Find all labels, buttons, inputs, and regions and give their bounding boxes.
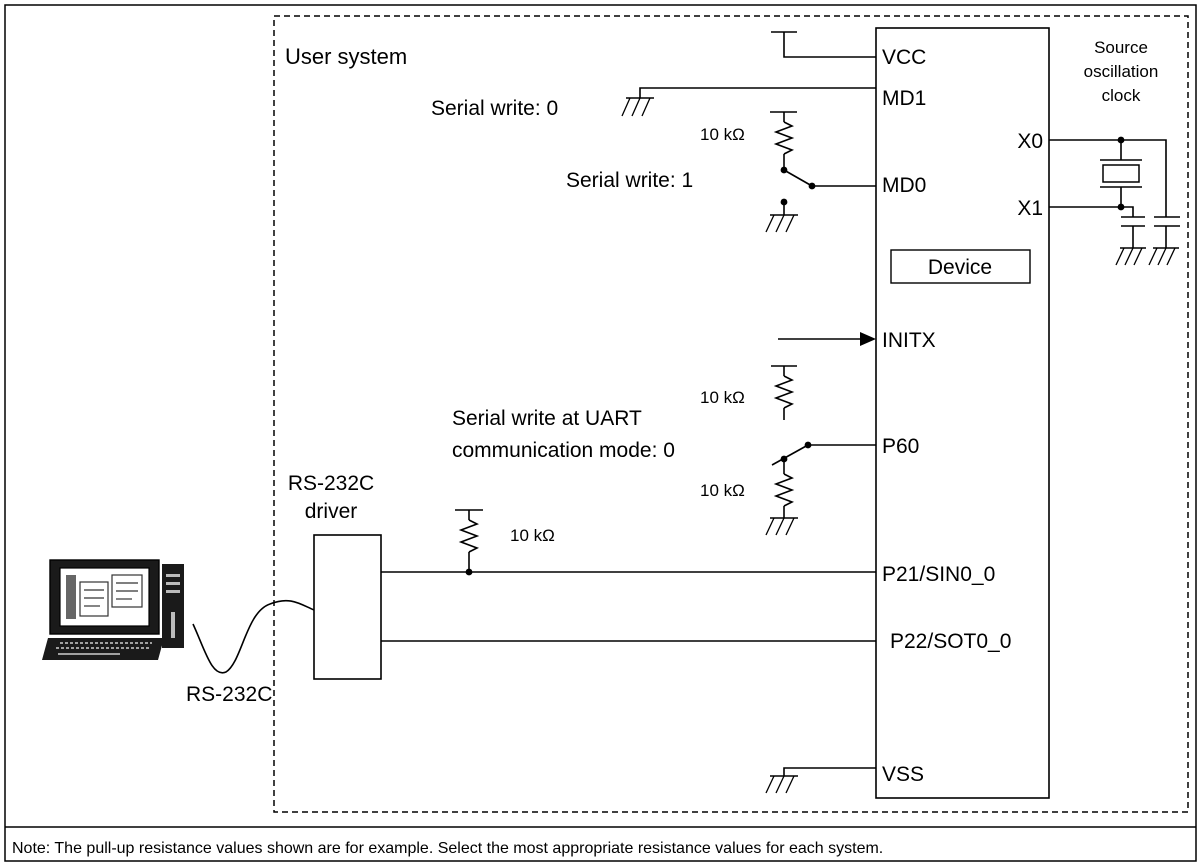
- vss-ground-wire: [765, 767, 876, 794]
- rs232c-driver-box: [313, 534, 382, 680]
- pin-p21: P21/SIN0_0: [882, 563, 995, 586]
- device-body: [875, 27, 1050, 799]
- p60-pulldown-label: 10 kΩ: [700, 481, 745, 500]
- md1-ground-wire: [621, 87, 876, 117]
- rs232c-cable: [192, 599, 315, 674]
- p21-junction: [465, 568, 473, 576]
- md0-resistor-label: 10 kΩ: [700, 125, 745, 144]
- note-text: Note: The pull-up resistance values show…: [12, 840, 883, 857]
- rs232c-cable-label: RS-232C: [186, 683, 272, 706]
- p60-pulldown-resistor: [765, 459, 798, 536]
- uart-label-line2: communication mode: 0: [452, 439, 675, 462]
- pin-initx: INITX: [882, 329, 936, 352]
- md0-switch-blade: [783, 169, 813, 187]
- clock-label-line3: clock: [1102, 86, 1141, 105]
- outer-frame: [4, 4, 1197, 862]
- pin-vss: VSS: [882, 763, 924, 786]
- pin-x0: X0: [1017, 130, 1043, 153]
- rs232c-driver-label-line2: driver: [305, 500, 358, 523]
- pin-vcc: VCC: [882, 46, 926, 69]
- clock-label-line1: Source: [1094, 38, 1148, 57]
- uart-label-line1: Serial write at UART: [452, 407, 642, 430]
- user-system-boundary: [273, 15, 1189, 813]
- pin-x1: X1: [1017, 197, 1043, 220]
- rs232c-driver-label-line1: RS-232C: [288, 472, 374, 495]
- md0-ground-symbol: [765, 202, 798, 233]
- vcc-supply-symbol: [771, 31, 876, 58]
- device-label: Device: [928, 256, 992, 279]
- p60-pullup-label: 10 kΩ: [700, 388, 745, 407]
- user-system-label: User system: [285, 44, 407, 69]
- pin-p60: P60: [882, 435, 919, 458]
- host-computer-icon: [42, 559, 184, 660]
- sin-resistor-label: 10 kΩ: [510, 526, 555, 545]
- pin-p22: P22/SOT0_0: [890, 630, 1011, 653]
- crystal-oscillator: [1049, 136, 1167, 217]
- pin-md0: MD0: [882, 174, 926, 197]
- p60-pullup-resistor: [771, 365, 797, 420]
- serial-write-0-label: Serial write: 0: [431, 97, 558, 120]
- initx-input-arrow: [778, 332, 876, 346]
- load-capacitor-x1: [1115, 216, 1146, 266]
- p60-switch-blade: [771, 444, 809, 466]
- sin-pullup-resistor: [455, 509, 483, 572]
- clock-label-line2: oscillation: [1084, 62, 1159, 81]
- serial-write-1-label: Serial write: 1: [566, 169, 693, 192]
- device-label-box: [890, 249, 1031, 284]
- pin-md1: MD1: [882, 87, 926, 110]
- md0-pullup-resistor: [770, 111, 797, 170]
- load-capacitor-x0: [1148, 216, 1180, 266]
